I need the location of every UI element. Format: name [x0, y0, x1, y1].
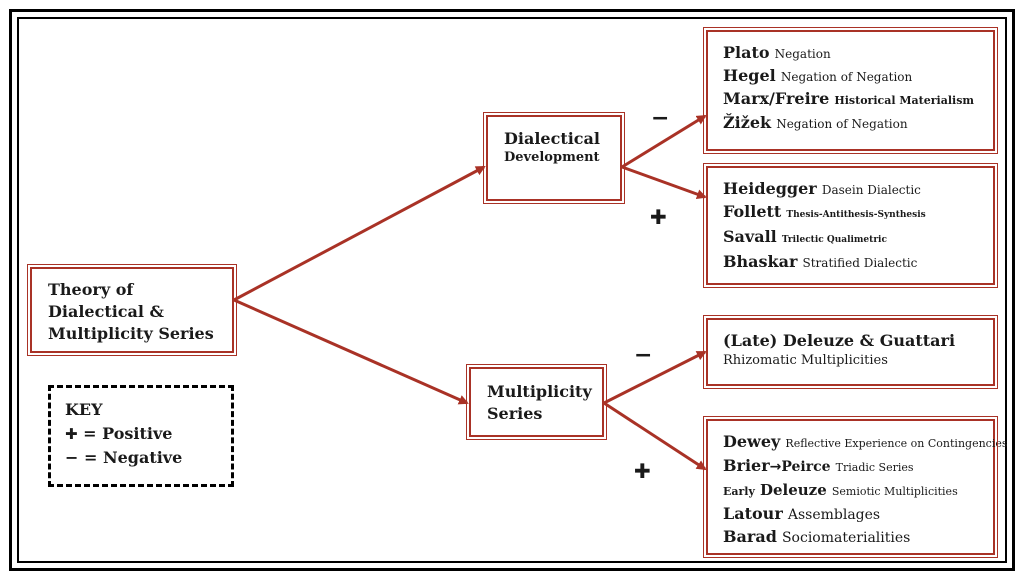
theorist-name: Heidegger [723, 179, 817, 198]
legend-negative: − = Negative [65, 446, 217, 470]
theorist-concept: Historical Materialism [834, 94, 975, 107]
theorist-concept: Negation of Negation [780, 70, 913, 84]
positive-sign-icon: ✚ [650, 205, 667, 229]
arrow-dialectical-to-positive [621, 165, 707, 199]
theorist-entry: Marx/Freire Historical Materialism [723, 88, 993, 112]
theorist-entry: Latour Assemblages [723, 503, 993, 526]
multiplicity-title-line: Multiplicity [487, 382, 592, 401]
legend-title: KEY [65, 400, 103, 419]
multiplicity-title-line: Series [487, 404, 543, 423]
theorist-name: Savall [723, 227, 777, 246]
positive-sign-icon: ✚ [65, 425, 78, 443]
theorist-concept: Sociomaterialities [781, 530, 911, 546]
arrow-multiplicity-to-positive [603, 401, 707, 471]
root-title-line: Multiplicity Series [48, 324, 214, 343]
theorist-concept: Thesis-Antithesis-Synthesis [786, 210, 926, 220]
theorist-entry: Early Deleuze Semiotic Multiplicities [723, 479, 993, 503]
theorist-concept: Rhizomatic Multiplicities [723, 353, 888, 368]
theorist-entry: Barad Sociomaterialities [723, 526, 993, 549]
theorist-name: (Late) Deleuze & Guattari [723, 331, 956, 350]
multiplicity-box: Multiplicity Series [466, 364, 607, 440]
legend-negative-label: = Negative [83, 448, 183, 467]
positive-sign-icon: ✚ [634, 459, 651, 483]
root-title-line: Theory of [48, 280, 134, 299]
theorist-concept: Negation [774, 47, 831, 61]
theorist-prefix: Early [723, 485, 755, 498]
theorist-entry: Bhaskar Stratified Dialectic [723, 251, 993, 274]
arrow-multiplicity-to-negative [603, 350, 707, 405]
theorist-name: Latour [723, 504, 783, 523]
theorist-concept: Dasein Dialectic [821, 183, 921, 197]
theorist-name: Žižek [723, 113, 772, 132]
theorist-concept: Trilectic Qualimetric [781, 235, 887, 245]
theorist-name: Marx/Freire [723, 89, 830, 108]
theorist-name: Brier [723, 456, 770, 475]
theorist-name: Peirce [781, 459, 831, 475]
legend-positive: ✚ = Positive [65, 422, 217, 446]
theorist-name: Hegel [723, 66, 776, 85]
theorist-name: Deleuze [759, 481, 827, 499]
dialectical-title: Dialectical [504, 129, 600, 148]
inner-frame [17, 17, 1007, 563]
theorist-entry: Savall Trilectic Qualimetric [723, 226, 993, 251]
theorist-name: Bhaskar [723, 252, 798, 271]
theorist-entry: Hegel Negation of Negation [723, 65, 993, 88]
arrow-right-icon: → [769, 459, 782, 475]
dialectical-subtitle: Development [504, 150, 600, 165]
theorist-name: Follett [723, 202, 782, 221]
root-box: Theory of Dialectical & Multiplicity Ser… [27, 264, 237, 356]
theorist-entry: Plato Negation [723, 42, 993, 65]
arrow-dialectical-to-negative [621, 114, 707, 169]
theorist-entry: Heidegger Dasein Dialectic [723, 178, 993, 201]
theorist-entry: Follett Thesis-Antithesis-Synthesis [723, 201, 993, 226]
arrow-root-to-multiplicity [233, 298, 469, 405]
theorist-entry: Brier→Peirce Triadic Series [723, 455, 993, 479]
theorist-name: Plato [723, 43, 770, 62]
theorist-concept: Assemblages [787, 507, 881, 523]
negative-sign-icon: − [651, 106, 670, 131]
theorist-concept: Negation of Negation [776, 117, 908, 131]
negative-sign-icon: − [65, 448, 79, 467]
arrow-root-to-dialectical [233, 165, 486, 302]
multiplicity-positive-box: Dewey Reflective Experience on Contingen… [703, 416, 1008, 558]
theorist-concept: Triadic Series [835, 461, 914, 474]
multiplicity-negative-box: (Late) Deleuze & Guattari Rhizomatic Mul… [703, 315, 998, 389]
dialectical-box: Dialectical Development [483, 112, 625, 204]
theorist-name: Barad [723, 527, 777, 546]
negative-sign-icon: − [634, 343, 653, 368]
dialectical-positive-box: Heidegger Dasein Dialectic Follett Thesi… [703, 163, 998, 288]
theorist-entry: Žižek Negation of Negation [723, 112, 993, 135]
legend-positive-label: = Positive [83, 424, 173, 443]
legend-key: KEY ✚ = Positive − = Negative [48, 385, 234, 487]
theorist-concept: Stratified Dialectic [802, 256, 918, 270]
outer-frame [9, 9, 1015, 571]
theorist-concept: Semiotic Multiplicities [831, 485, 958, 498]
theorist-name: Dewey [723, 432, 781, 451]
dialectical-negative-box: Plato Negation Hegel Negation of Negatio… [703, 27, 998, 154]
theorist-concept: Reflective Experience on Contingencies [785, 437, 1008, 450]
theorist-entry: Dewey Reflective Experience on Contingen… [723, 431, 1008, 455]
root-title-line: Dialectical & [48, 302, 164, 321]
